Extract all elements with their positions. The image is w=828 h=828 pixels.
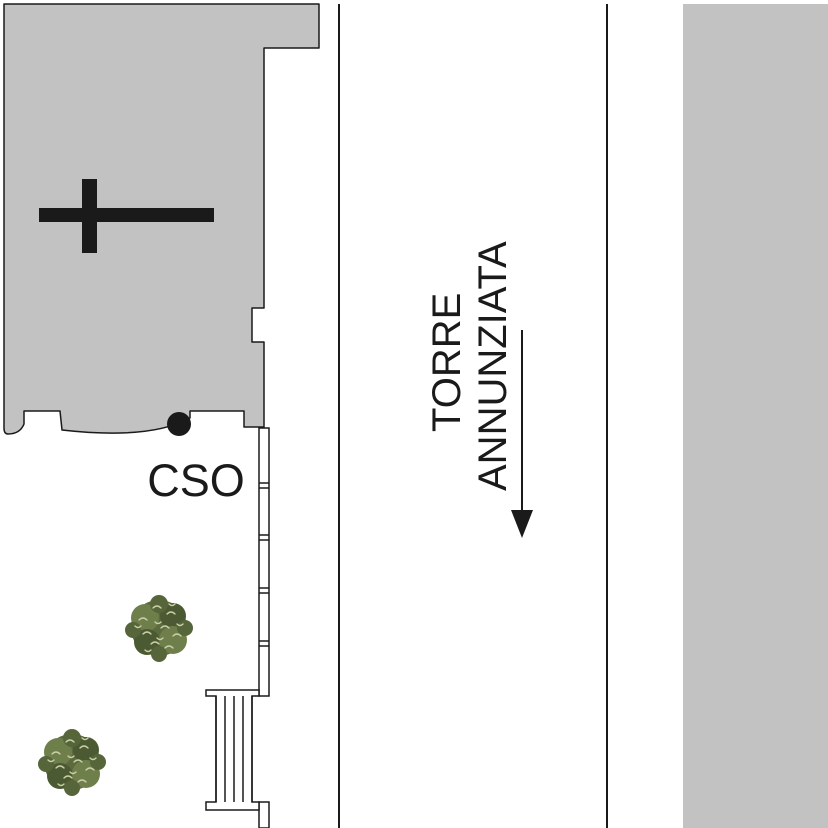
tree-icon xyxy=(124,594,194,663)
steps xyxy=(205,689,260,811)
street-name-line2: ANNUNZIATA xyxy=(471,241,515,491)
fence xyxy=(258,427,270,828)
direction-arrow-icon xyxy=(511,330,533,538)
church-cross-icon xyxy=(39,179,214,253)
tree-icon xyxy=(37,728,107,797)
cso-marker-icon xyxy=(167,412,191,436)
cso-label: CSO xyxy=(147,455,245,506)
street-name-line1: TORRE xyxy=(425,293,469,432)
right-building-block xyxy=(683,4,828,828)
